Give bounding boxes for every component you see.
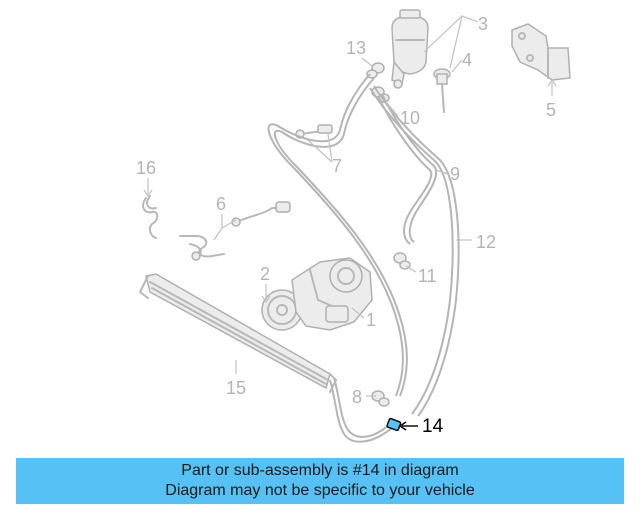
callout-8: 8 — [352, 387, 362, 407]
pipe-assembly-6 — [179, 201, 291, 261]
callout-16: 16 — [136, 158, 156, 178]
pipe-7 — [295, 124, 333, 139]
cap-dipstick — [433, 68, 451, 113]
bracket — [511, 23, 571, 81]
reservoir — [391, 9, 429, 89]
callout-7: 7 — [332, 156, 342, 176]
callout-2: 2 — [260, 264, 270, 284]
hose-lines — [267, 73, 460, 443]
callout-5: 5 — [546, 100, 556, 120]
clamp-8 — [371, 390, 390, 407]
hose-16 — [142, 195, 159, 239]
banner-line-part: Part or sub-assembly is #14 in diagram — [181, 462, 459, 479]
callout-labels: 1 2 3 4 5 6 7 8 9 10 11 12 13 14 15 16 — [136, 14, 556, 437]
callout-13: 13 — [346, 38, 366, 58]
oil-cooler — [139, 273, 337, 393]
callout-4: 4 — [462, 50, 472, 70]
callout-9: 9 — [450, 164, 460, 184]
callout-11: 11 — [418, 266, 437, 286]
part-14-highlight — [386, 417, 402, 432]
callout-12: 12 — [476, 232, 496, 252]
callout-6: 6 — [216, 194, 226, 214]
banner-line-disclaimer: Diagram may not be specific to your vehi… — [165, 482, 475, 499]
leader-lines — [143, 15, 557, 431]
callout-1: 1 — [366, 310, 376, 330]
part-info-banner: Part or sub-assembly is #14 in diagram D… — [16, 458, 624, 504]
callout-15: 15 — [226, 378, 246, 398]
callout-10: 10 — [400, 108, 420, 128]
fitting-11 — [393, 252, 411, 270]
callout-3: 3 — [478, 14, 488, 34]
steering-pump — [261, 257, 373, 331]
callout-14: 14 — [422, 416, 444, 437]
